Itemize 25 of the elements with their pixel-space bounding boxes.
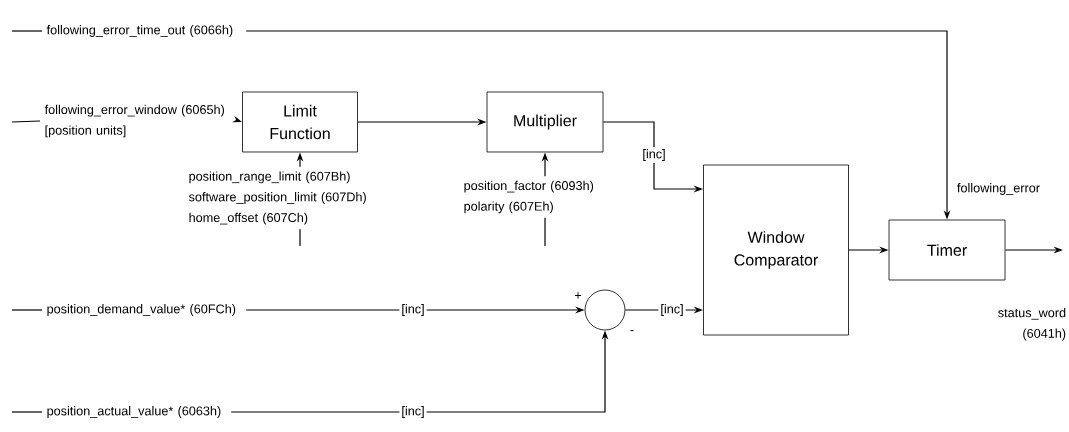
signal-line [299, 228, 301, 247]
signal-line [544, 217, 546, 247]
edge-label: [inc] [658, 302, 686, 318]
function-block: Window Comparator [703, 164, 849, 336]
edge-label: [inc] [399, 404, 427, 420]
sign-label: - [630, 330, 634, 332]
edge-label: [inc] [399, 302, 427, 318]
signal-label: status_word (6041h) [998, 307, 1066, 341]
signal-label: following_error [957, 183, 1040, 195]
function-block: Multiplier [486, 91, 604, 153]
signal-line [11, 411, 43, 413]
signal-line [11, 30, 43, 32]
summing-junction [584, 289, 626, 331]
function-block: Timer [888, 219, 1006, 281]
sign-label: + [574, 292, 582, 299]
edge-label: [inc] [640, 147, 668, 163]
signal-label: following_error_time_out (6066h) [46, 25, 233, 37]
function-block: Limit Function [242, 91, 358, 153]
signal-label: position_range_limit (607Bh) software_position_limit (607Dh) home_offset (607Ch) [188, 171, 366, 225]
signal-line [11, 120, 41, 123]
signal-label: position_actual_value* (6063h) [47, 406, 221, 418]
signal-line [11, 309, 43, 311]
signal-label: position_demand_value* (60FCh) [47, 304, 236, 316]
signal-label: following_error_window (6065h) [position units] [44, 104, 224, 138]
signal-label: position_factor (6093h) polarity (607Eh) [464, 180, 594, 214]
